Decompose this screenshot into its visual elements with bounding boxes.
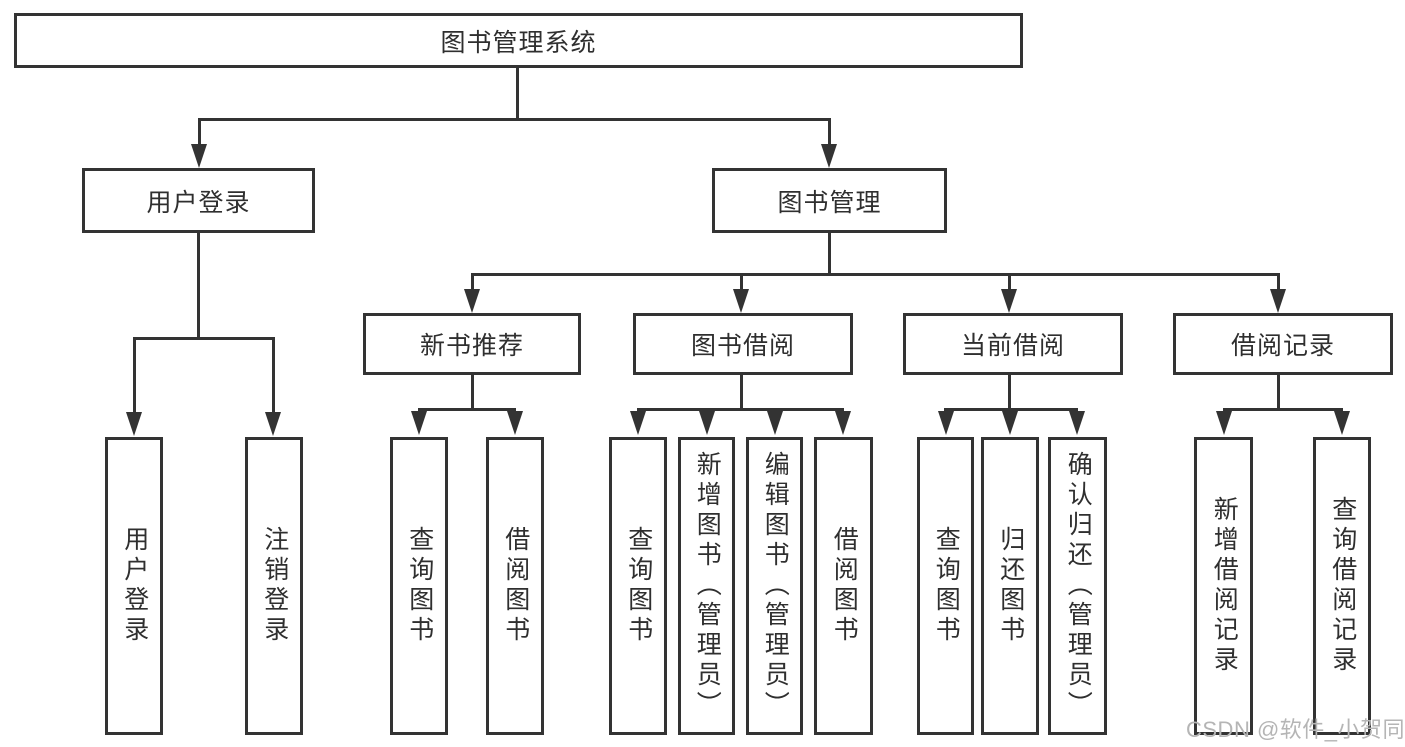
connector-vline: [1277, 375, 1280, 411]
arrow-down-icon: [1334, 411, 1350, 435]
node-bb-borrow: 借阅图书: [814, 437, 873, 735]
node-cb-return: 归还图书: [981, 437, 1039, 735]
connector-hline: [1223, 408, 1343, 411]
node-br-add: 新增借阅记录: [1194, 437, 1253, 735]
node-book-borrow-label: 图书借阅: [690, 332, 795, 360]
node-user-login-label: 用户登录: [146, 188, 251, 217]
node-current-borrow-label: 当前借阅: [960, 332, 1065, 360]
node-bb-borrow-label: 借阅图书: [830, 526, 859, 646]
node-br-query: 查询借阅记录: [1313, 437, 1371, 735]
arrow-down-icon: [126, 412, 142, 436]
arrow-down-icon: [1216, 411, 1232, 435]
connector-vline: [198, 118, 201, 148]
node-bb-query: 查询图书: [609, 437, 667, 735]
connector-vline: [272, 337, 275, 415]
node-cb-confirm-label: 确认归还（管理员）: [1064, 451, 1093, 721]
connector-vline: [1008, 273, 1011, 292]
arrow-down-icon: [767, 411, 783, 435]
node-root: 图书管理系统: [14, 13, 1023, 68]
connector-hline: [133, 337, 275, 340]
node-new-book-rec: 新书推荐: [363, 313, 581, 375]
arrow-down-icon: [938, 411, 954, 435]
node-br-query-label: 查询借阅记录: [1328, 496, 1357, 676]
connector-vline: [740, 273, 743, 292]
node-bb-add-label: 新增图书（管理员）: [693, 451, 722, 721]
connector-vline: [133, 337, 136, 415]
node-cb-confirm: 确认归还（管理员）: [1048, 437, 1107, 735]
node-cb-query: 查询图书: [917, 437, 974, 735]
connector-vline: [828, 233, 831, 276]
node-borrow-record-label: 借阅记录: [1230, 332, 1335, 360]
arrow-down-icon: [835, 411, 851, 435]
node-cb-query-label: 查询图书: [932, 526, 961, 646]
node-root-label: 图书管理系统: [440, 28, 597, 57]
arrow-down-icon: [821, 144, 837, 168]
connector-vline: [828, 118, 831, 148]
arrow-down-icon: [464, 289, 480, 313]
connector-vline: [740, 375, 743, 411]
arrow-down-icon: [1001, 289, 1017, 313]
arrow-down-icon: [733, 289, 749, 313]
arrow-down-icon: [630, 411, 646, 435]
connector-vline: [471, 273, 474, 292]
watermark: CSDN @软件_小贺同学: [1186, 717, 1405, 742]
connector-vline: [1008, 375, 1011, 411]
arrow-down-icon: [699, 411, 715, 435]
connector-hline: [198, 118, 831, 121]
arrow-down-icon: [1270, 289, 1286, 313]
node-ul-login: 用户登录: [105, 437, 163, 735]
node-cb-return-label: 归还图书: [996, 526, 1025, 646]
node-nb-query: 查询图书: [390, 437, 448, 735]
node-borrow-record: 借阅记录: [1173, 313, 1393, 375]
connector-vline: [516, 68, 519, 119]
node-book-borrow: 图书借阅: [633, 313, 853, 375]
node-bb-edit: 编辑图书（管理员）: [746, 437, 803, 735]
connector-hline: [944, 408, 1078, 411]
node-nb-query-label: 查询图书: [405, 526, 434, 646]
node-br-add-label: 新增借阅记录: [1210, 496, 1239, 676]
node-new-book-rec-label: 新书推荐: [419, 332, 524, 360]
node-nb-borrow-label: 借阅图书: [501, 526, 530, 646]
node-book-mgmt-label: 图书管理: [777, 188, 882, 217]
node-book-mgmt: 图书管理: [712, 168, 947, 233]
connector-hline: [637, 408, 844, 411]
node-user-login: 用户登录: [82, 168, 315, 233]
node-bb-add: 新增图书（管理员）: [678, 437, 735, 735]
connector-hline: [471, 273, 1280, 276]
arrow-down-icon: [1069, 411, 1085, 435]
node-nb-borrow: 借阅图书: [486, 437, 544, 735]
node-ul-logout: 注销登录: [245, 437, 303, 735]
connector-hline: [418, 408, 516, 411]
node-bb-edit-label: 编辑图书（管理员）: [761, 451, 790, 721]
connector-vline: [471, 375, 474, 411]
arrow-down-icon: [411, 411, 427, 435]
connector-vline: [1277, 273, 1280, 292]
arrow-down-icon: [1002, 411, 1018, 435]
node-ul-logout-label: 注销登录: [260, 526, 289, 646]
node-ul-login-label: 用户登录: [120, 526, 149, 646]
node-current-borrow: 当前借阅: [903, 313, 1123, 375]
node-bb-query-label: 查询图书: [624, 526, 653, 646]
arrow-down-icon: [507, 411, 523, 435]
arrow-down-icon: [191, 144, 207, 168]
connector-vline: [197, 233, 200, 340]
arrow-down-icon: [265, 412, 281, 436]
